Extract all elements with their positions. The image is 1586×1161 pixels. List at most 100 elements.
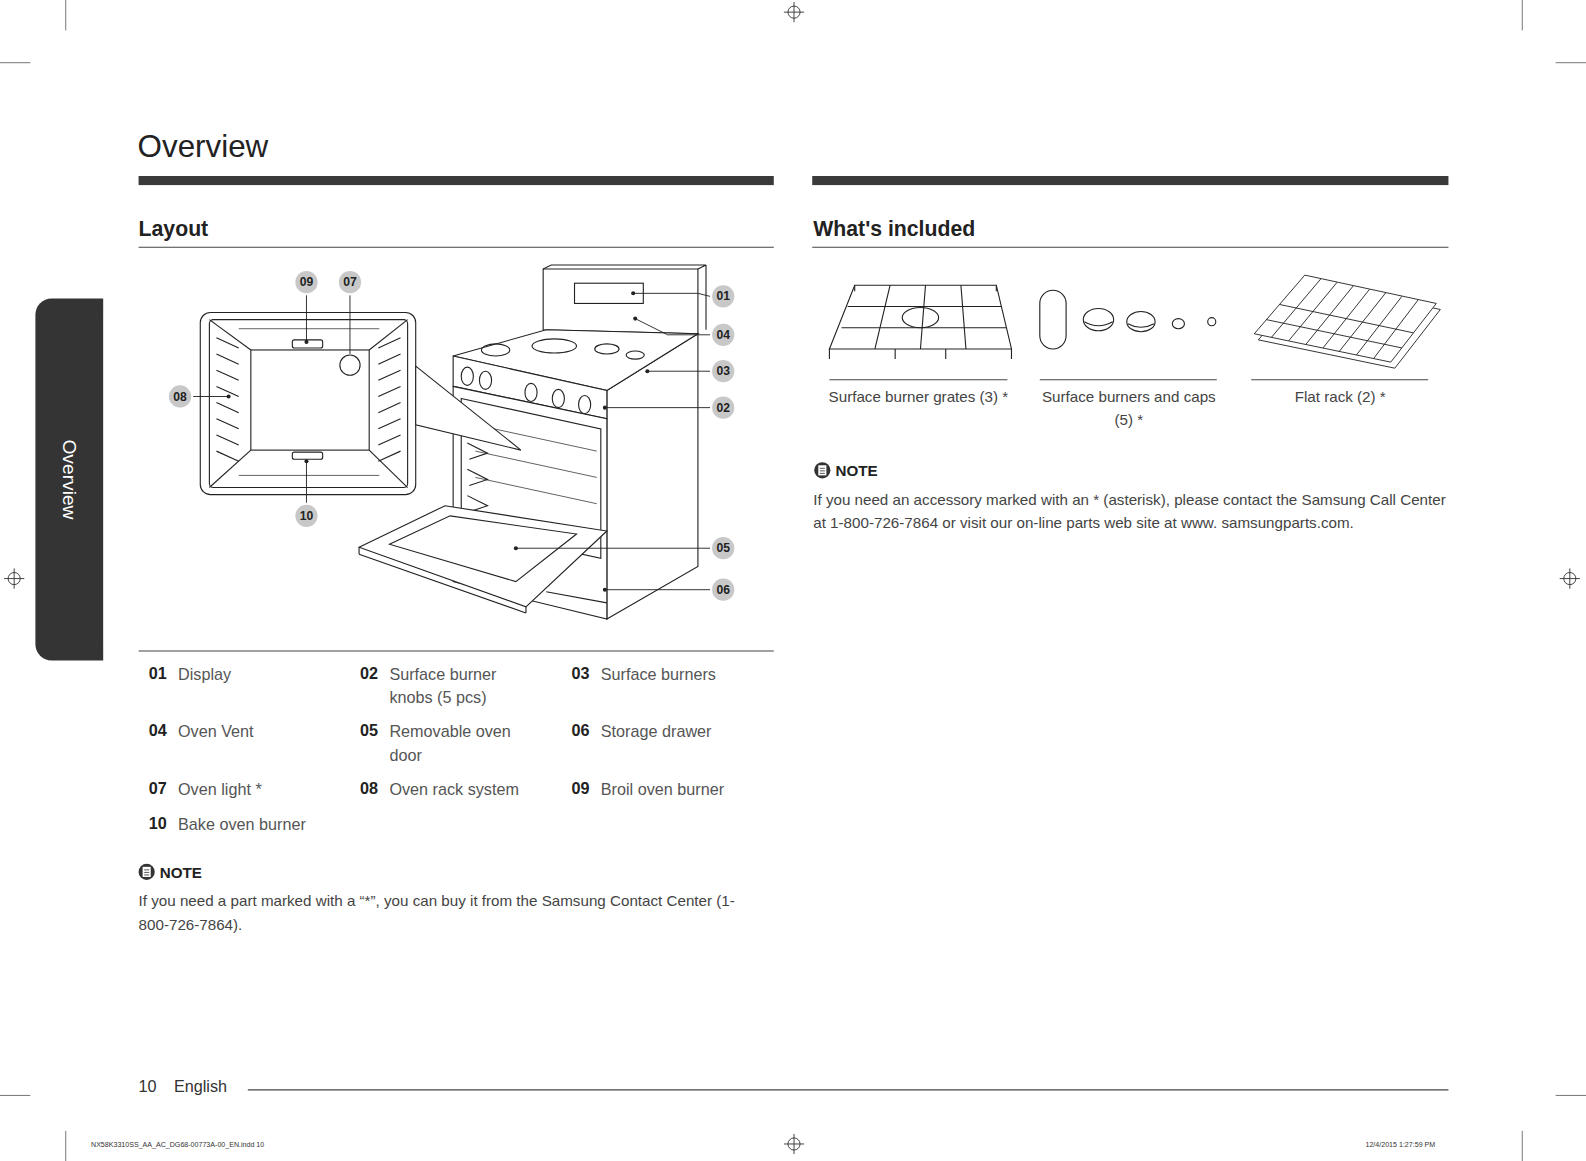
part-number: 07	[149, 778, 167, 801]
rule-line	[1251, 379, 1428, 380]
callout-text: 04	[716, 329, 730, 341]
registration-mark	[794, 2, 795, 22]
oven-interior-inset	[209, 320, 250, 350]
range-illustration	[579, 395, 591, 413]
leader-dot	[603, 588, 607, 592]
part-name: Oven rack system	[389, 778, 551, 801]
note-icon	[139, 462, 831, 880]
oven-interior-inset	[200, 313, 415, 495]
crop-mark	[1522, 1131, 1523, 1161]
callout-text: 05	[716, 542, 730, 554]
flat-rack-illustration	[1254, 275, 1440, 368]
callout-number: 01	[712, 285, 734, 307]
callout-number: 08	[169, 385, 191, 407]
section-heading: Layout	[139, 213, 209, 243]
leader-line	[349, 295, 350, 354]
oven-interior-inset	[239, 329, 380, 476]
print-slug: 12/4/2015 1:27:59 PM	[1365, 1140, 1435, 1150]
burner-cap-illustration	[1208, 318, 1216, 326]
callout-text: 08	[173, 390, 187, 402]
callout-text: 02	[716, 402, 730, 414]
part-number: 08	[360, 778, 378, 801]
oven-interior-inset	[216, 338, 238, 461]
leader-line	[605, 407, 710, 408]
crop-mark	[1556, 1095, 1586, 1096]
callout-text: 07	[343, 276, 357, 288]
callout-text: 06	[716, 584, 730, 596]
part-number: 02	[360, 663, 378, 686]
range-illustration	[481, 344, 509, 356]
part-name: Storage drawer	[601, 720, 763, 743]
range-illustration	[525, 607, 526, 613]
range-illustration	[461, 367, 473, 385]
header-bar	[139, 176, 774, 185]
page-title: Overview	[138, 127, 269, 165]
rule-line	[1040, 379, 1217, 380]
grate-illustration	[829, 285, 1011, 359]
range-illustration	[532, 339, 577, 353]
part-name: Bake oven burner	[178, 813, 340, 836]
part-name: Broil oven burner	[601, 778, 763, 801]
burner-cap-illustration	[1040, 290, 1066, 349]
section-heading: What's included	[813, 213, 975, 243]
leader-dot	[514, 546, 518, 550]
burner-cap-illustration	[1127, 312, 1155, 332]
range-illustration	[479, 371, 491, 389]
note-icon	[143, 867, 151, 877]
rule-line	[248, 1089, 1449, 1090]
registration-mark	[794, 1134, 795, 1154]
registration-mark	[1569, 568, 1570, 588]
grate-illustration	[829, 285, 1011, 349]
registration-mark	[14, 568, 15, 588]
range-illustration	[705, 265, 706, 330]
range-illustration	[543, 269, 698, 334]
grate-illustration	[842, 285, 1007, 349]
oven-interior-inset	[340, 355, 360, 375]
leader-dot	[227, 291, 650, 591]
leader-dot	[631, 291, 635, 295]
oven-interior-inset	[369, 320, 407, 350]
leader-line	[647, 371, 710, 372]
callout-number: 07	[339, 271, 361, 293]
crop-mark	[65, 0, 66, 30]
flat-rack-illustration	[1266, 304, 1413, 347]
callout-text: 03	[716, 365, 730, 377]
callout-number: 02	[712, 397, 734, 419]
crop-mark	[0, 1095, 30, 1096]
part-name: Surface burners	[601, 663, 763, 686]
range-illustration	[525, 383, 537, 401]
leader-dot	[304, 459, 308, 463]
leader-dot	[304, 340, 308, 344]
note-icon	[144, 870, 149, 875]
header-bar	[139, 176, 1449, 185]
accessory-caption: Surface burners and caps (5) *	[1032, 384, 1226, 431]
part-name: Surface burner knobs (5 pcs)	[389, 663, 518, 710]
callout-number: 10	[295, 505, 317, 527]
callout-text: 01	[716, 290, 730, 302]
part-name: Removable oven door	[389, 720, 518, 767]
side-tab: Overview	[35, 298, 103, 660]
oven-interior-inset	[378, 338, 400, 461]
flat-rack-illustration	[1254, 275, 1436, 362]
range-illustration	[389, 516, 576, 582]
oven-interior-inset	[200, 313, 415, 495]
part-number: 06	[571, 720, 589, 743]
accessory-caption: Flat rack (2) *	[1244, 384, 1436, 407]
page-number: 10	[139, 1076, 157, 1099]
part-name: Oven light *	[178, 778, 340, 801]
burner-cap-illustration	[1172, 319, 1184, 329]
leader-dot	[227, 394, 231, 398]
range-illustration	[359, 265, 706, 619]
leader-line	[516, 548, 710, 549]
leader-dot	[603, 406, 607, 410]
oven-interior-inset	[292, 340, 322, 348]
note-icon	[820, 468, 825, 473]
rule-line	[139, 247, 1449, 1090]
crop-mark	[1522, 0, 1523, 30]
leader-line	[306, 461, 307, 502]
callout-number: 03	[712, 360, 734, 382]
crop-mark	[0, 62, 30, 63]
burner-cap-illustration	[1040, 290, 1216, 349]
